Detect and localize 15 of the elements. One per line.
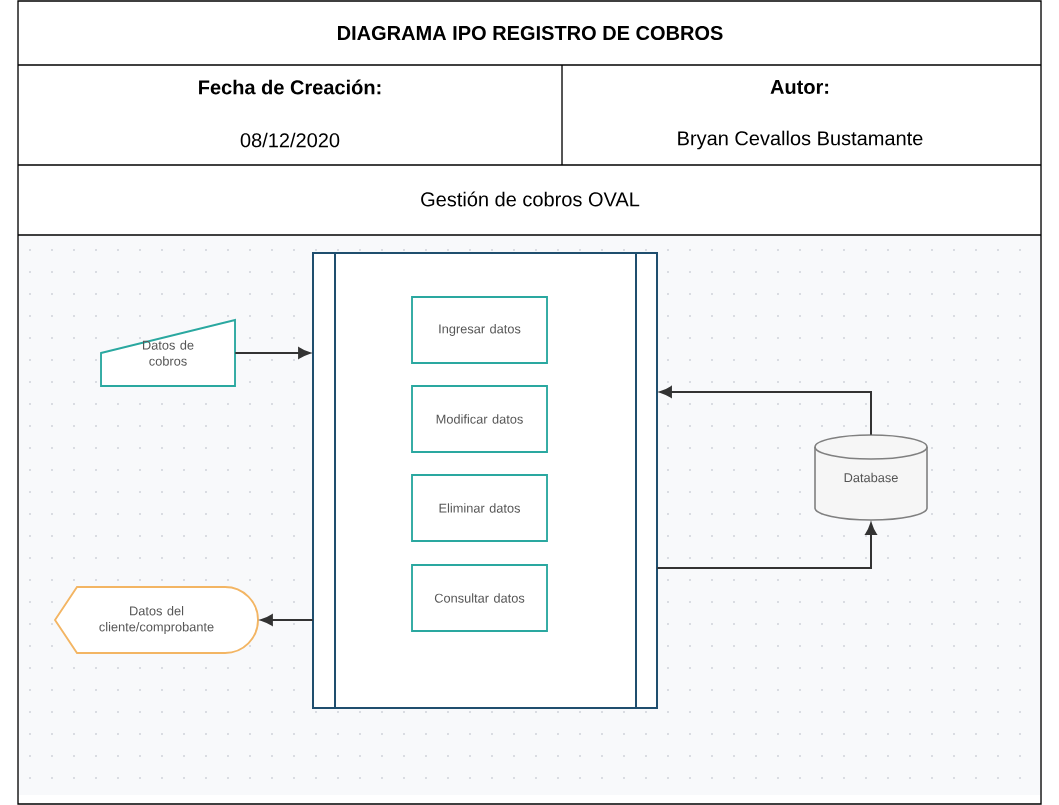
process-box: Consultar datos [411,564,548,632]
arrow [659,386,872,436]
title: DIAGRAMA IPO REGISTRO DE COBROS [338,25,723,41]
header-text: Fecha de Creación: [199,79,381,95]
header-text: Autor: [770,80,829,94]
cell-text: 08/12/2020 [240,132,340,148]
process-box: Modificar datos [411,385,548,453]
arrow [234,347,311,359]
process-box: Ingresar datos [411,296,548,364]
arrow [656,522,877,569]
process-box: Eliminar datos [411,474,548,542]
cell-text: Gestión de cobros OVAL [421,191,640,207]
arrow [260,614,314,626]
database-cylinder: Database [814,434,928,521]
cell-text: Bryan Cevallos Bustamante [678,130,923,150]
